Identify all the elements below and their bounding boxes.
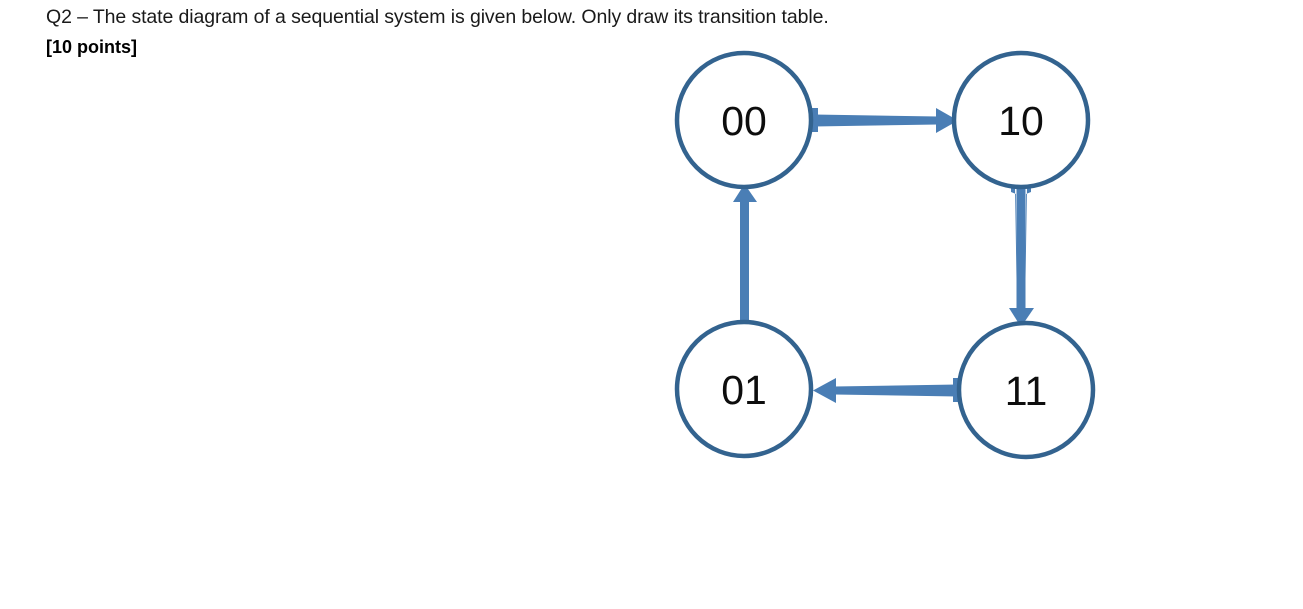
state-node-01-label: 01 <box>721 367 767 413</box>
state-node-00-label: 00 <box>721 98 767 144</box>
state-node-01-circle[interactable] <box>674 319 814 459</box>
state-node-01[interactable]: 01 <box>674 319 814 459</box>
edge-01-to-00 <box>733 184 757 322</box>
state-node-11-circle[interactable] <box>956 320 1096 460</box>
state-node-00[interactable]: 00 <box>674 50 814 190</box>
state-node-11-label: 11 <box>1005 368 1048 414</box>
edge-00-to-10 <box>812 108 958 133</box>
question-points: [10 points] <box>46 37 138 57</box>
state-node-10[interactable]: 10 <box>951 50 1091 190</box>
question-block: Q2 – The state diagram of a sequential s… <box>46 4 1166 60</box>
edge-10-to-11 <box>1009 186 1034 327</box>
state-node-11[interactable]: 11 <box>956 320 1096 460</box>
state-node-00-circle[interactable] <box>674 50 814 190</box>
question-text: Q2 – The state diagram of a sequential s… <box>46 6 829 28</box>
state-node-10-label: 10 <box>998 98 1044 144</box>
state-node-10-circle[interactable] <box>951 50 1091 190</box>
edge-11-to-01 <box>813 378 959 403</box>
